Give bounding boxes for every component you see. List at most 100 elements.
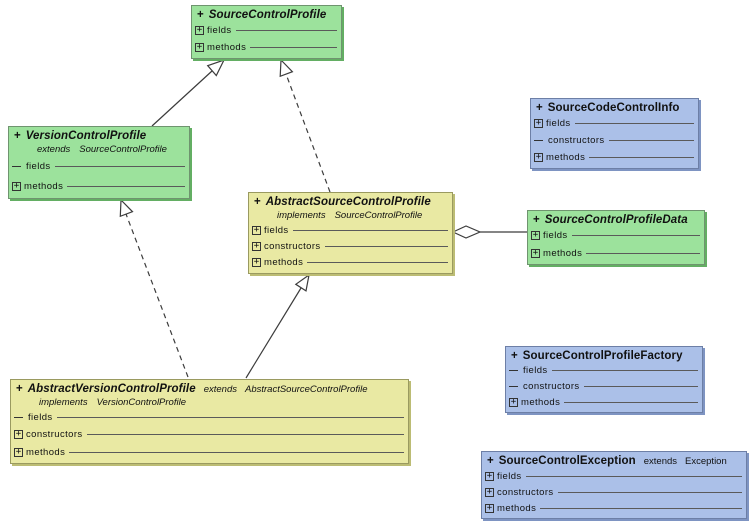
- section-row: fields: [508, 363, 700, 379]
- section-row: + constructors: [484, 484, 744, 500]
- supertype-name: VersionControlProfile: [96, 397, 186, 408]
- section-label: methods: [546, 152, 586, 163]
- empty-section-icon: [12, 165, 21, 167]
- section-line: [69, 451, 404, 453]
- generalization-line[interactable]: [245, 287, 302, 379]
- section-line: [583, 386, 698, 387]
- section-label: fields: [497, 470, 522, 482]
- section-line: [586, 252, 700, 254]
- expander-plus-icon[interactable]: +: [534, 153, 543, 162]
- expander-plus-icon[interactable]: +: [534, 119, 543, 128]
- section-line: [525, 475, 742, 477]
- class-box-versioncontrolprofile[interactable]: + VersionControlProfile extends SourceCo…: [8, 126, 190, 199]
- keyword: implements: [39, 397, 88, 408]
- expander-plus-icon[interactable]: +: [195, 43, 204, 52]
- visibility-public-icon: +: [197, 9, 204, 21]
- realization-line[interactable]: [285, 73, 331, 193]
- section-line: [540, 507, 742, 509]
- extends-clause: extends AbstractSourceControlProfile: [204, 384, 368, 395]
- expander-plus-icon[interactable]: +: [252, 225, 261, 235]
- class-name: AbstractSourceControlProfile: [265, 196, 431, 208]
- section-label: fields: [207, 25, 232, 36]
- triangle-arrowhead-icon: [119, 198, 134, 218]
- section-line: [250, 47, 337, 48]
- section-label: methods: [543, 247, 583, 259]
- keyword: extends: [203, 384, 237, 395]
- section-label: constructors: [264, 240, 321, 252]
- section-label: constructors: [497, 486, 554, 498]
- class-name: SourceControlProfile: [208, 9, 327, 21]
- class-title: + SourceControlProfileData: [530, 211, 702, 227]
- visibility-public-icon: +: [511, 350, 518, 362]
- section-line: [589, 157, 694, 158]
- section-label: methods: [497, 502, 537, 514]
- class-name: AbstractVersionControlProfile: [27, 383, 196, 395]
- section-row: constructors: [508, 379, 700, 395]
- expander-plus-icon[interactable]: +: [509, 397, 518, 407]
- visibility-public-icon: +: [254, 196, 261, 208]
- section-line: [67, 185, 185, 187]
- visibility-public-icon: +: [16, 383, 23, 395]
- section-row: + methods: [251, 255, 450, 271]
- class-name: SourceControlProfileData: [544, 214, 688, 226]
- section-label: fields: [546, 118, 571, 129]
- class-title: + SourceControlProfileFactory: [508, 347, 700, 363]
- expander-plus-icon[interactable]: +: [252, 258, 261, 268]
- expander-plus-icon[interactable]: +: [485, 503, 494, 513]
- extends-clause: extends SourceControlProfile: [11, 144, 187, 155]
- section-line: [574, 123, 694, 124]
- section-line: [564, 401, 698, 403]
- visibility-public-icon: +: [533, 214, 540, 226]
- expander-plus-icon[interactable]: +: [485, 471, 494, 481]
- section-row: + methods: [530, 245, 702, 263]
- section-label: fields: [523, 365, 548, 377]
- expander-plus-icon[interactable]: +: [531, 248, 540, 258]
- section-row: + methods: [508, 394, 700, 410]
- section-row: + fields: [530, 227, 702, 245]
- section-label: constructors: [523, 381, 580, 392]
- section-label: fields: [264, 224, 289, 236]
- empty-section-icon: [509, 370, 518, 372]
- class-box-sourcecodecontrolinfo[interactable]: + SourceCodeControlInfo + fields constru…: [530, 98, 699, 169]
- section-label: constructors: [548, 135, 605, 146]
- triangle-arrowhead-icon: [279, 58, 294, 78]
- expander-plus-icon[interactable]: +: [195, 26, 204, 35]
- generalization-line[interactable]: [151, 70, 213, 127]
- section-row: + fields: [533, 115, 696, 132]
- keyword: extends: [643, 456, 678, 467]
- visibility-public-icon: +: [487, 455, 494, 467]
- supertype-name: SourceControlProfile: [334, 210, 423, 221]
- section-row: + constructors: [251, 238, 450, 254]
- visibility-public-icon: +: [536, 102, 543, 114]
- section-label: methods: [26, 446, 66, 458]
- class-title: + AbstractSourceControlProfile: [251, 193, 450, 209]
- class-title: + SourceControlException extends Excepti…: [484, 452, 744, 468]
- section-label: methods: [521, 396, 561, 408]
- visibility-public-icon: +: [14, 130, 21, 142]
- section-line: [571, 235, 700, 237]
- expander-plus-icon[interactable]: +: [14, 447, 23, 457]
- section-label: methods: [264, 257, 304, 269]
- section-line: [235, 30, 337, 31]
- expander-plus-icon[interactable]: +: [531, 231, 540, 241]
- class-box-sourcecontrolprofiledata[interactable]: + SourceControlProfileData + fields + me…: [527, 210, 705, 265]
- realization-line[interactable]: [125, 213, 189, 378]
- expander-plus-icon[interactable]: +: [12, 181, 21, 191]
- expander-plus-icon[interactable]: +: [14, 430, 23, 440]
- section-row: + fields: [251, 222, 450, 238]
- section-row: + methods: [194, 39, 339, 56]
- supertype-name: SourceControlProfile: [79, 144, 167, 155]
- class-box-sourcecontrolprofile[interactable]: + SourceControlProfile + fields + method…: [191, 5, 342, 59]
- supertype-name: Exception: [685, 456, 727, 467]
- section-line: [307, 262, 448, 264]
- class-box-sourcecontrolexception[interactable]: + SourceControlException extends Excepti…: [481, 451, 747, 519]
- class-box-abstractsourcecontrolprofile[interactable]: + AbstractSourceControlProfile implement…: [248, 192, 453, 274]
- section-label: fields: [26, 160, 51, 172]
- expander-plus-icon[interactable]: +: [485, 487, 494, 497]
- expander-plus-icon[interactable]: +: [252, 241, 261, 251]
- class-box-abstractversioncontrolprofile[interactable]: + AbstractVersionControlProfile extends …: [10, 379, 409, 464]
- class-box-sourcecontrolprofilefactory[interactable]: + SourceControlProfileFactory fields con…: [505, 346, 703, 413]
- section-line: [551, 370, 698, 372]
- section-row: fields: [13, 409, 406, 426]
